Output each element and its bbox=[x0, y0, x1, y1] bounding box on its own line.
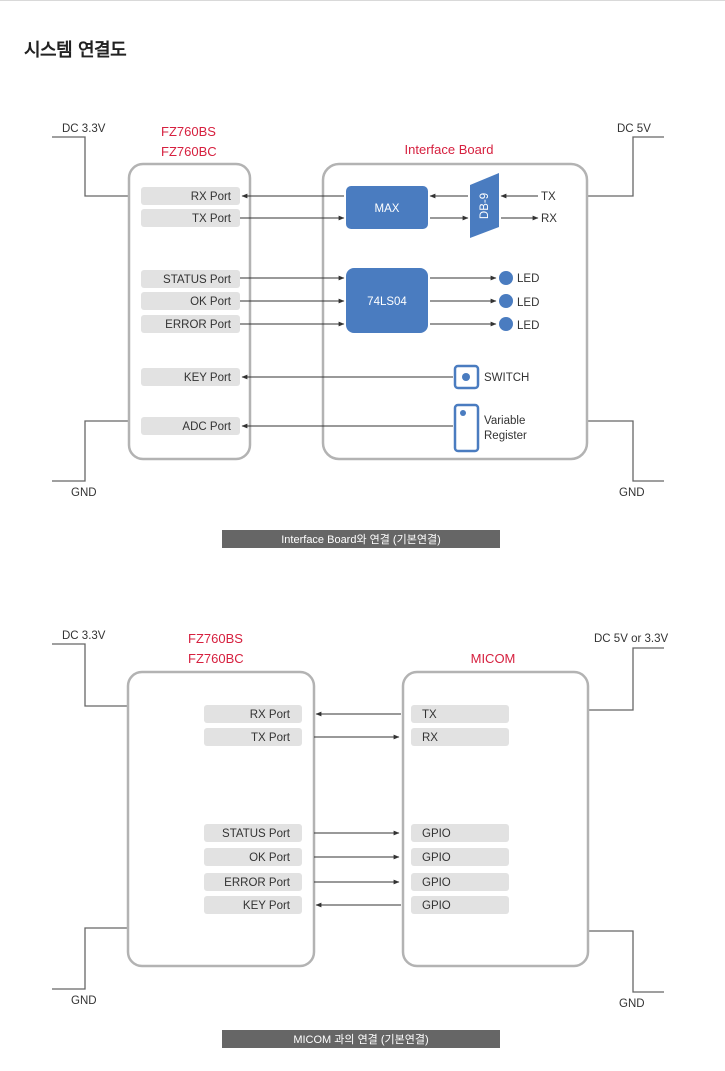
gnd-label-left: GND bbox=[71, 995, 97, 1007]
db9-rx-label: RX bbox=[541, 213, 557, 225]
top-divider bbox=[0, 0, 725, 1]
led-icon bbox=[499, 317, 513, 331]
variable-register-dot bbox=[460, 410, 466, 416]
max-chip-label: MAX bbox=[375, 203, 400, 215]
switch-label: SWITCH bbox=[484, 372, 529, 384]
port-error bbox=[204, 873, 302, 891]
port-rx bbox=[204, 705, 302, 723]
port-key bbox=[204, 896, 302, 914]
port-ok-label: OK Port bbox=[190, 296, 232, 308]
device-box bbox=[127, 162, 252, 461]
micom-pin-gpio-label: GPIO bbox=[422, 852, 451, 864]
port-status bbox=[141, 270, 240, 288]
micom-pin-gpio-label: GPIO bbox=[422, 900, 451, 912]
port-tx-label: TX Port bbox=[192, 213, 232, 225]
gnd-label-left: GND bbox=[71, 487, 97, 499]
port-adc-label: ADC Port bbox=[182, 421, 231, 433]
port-status bbox=[204, 824, 302, 842]
port-ok bbox=[141, 292, 240, 310]
led-icon bbox=[499, 294, 513, 308]
port-key bbox=[141, 368, 240, 386]
device-title-line2: FZ760BC bbox=[161, 144, 217, 159]
diagram-interface-board: DC 3.3V DC 5V GND GND FZ760BS FZ760BC RX… bbox=[52, 123, 664, 548]
gnd-label-right: GND bbox=[619, 487, 645, 499]
ls04-chip bbox=[346, 268, 428, 333]
port-adc bbox=[141, 417, 240, 435]
variable-label-line2: Register bbox=[484, 430, 527, 442]
power-label-left: DC 3.3V bbox=[62, 123, 106, 135]
port-status-label: STATUS Port bbox=[222, 828, 291, 840]
device-title-line1: FZ760BS bbox=[161, 124, 216, 139]
micom-pin-gpio-label: GPIO bbox=[422, 828, 451, 840]
db9-tx-label: TX bbox=[541, 191, 556, 203]
variable-label-line1: Variable bbox=[484, 415, 525, 427]
max-chip bbox=[346, 186, 428, 229]
port-error-label: ERROR Port bbox=[165, 319, 232, 331]
micom-pin-rx-label: RX bbox=[422, 732, 438, 744]
diagram-micom: DC 3.3V DC 5V or 3.3V GND GND FZ760BS FZ… bbox=[52, 630, 668, 1048]
board-signal-arrows bbox=[240, 193, 539, 429]
db9-connector bbox=[470, 173, 499, 238]
port-key-label: KEY Port bbox=[243, 900, 291, 912]
caption-text: Interface Board와 연결 (기본연결) bbox=[281, 533, 441, 546]
caption-bar bbox=[222, 1030, 500, 1048]
port-status-label: STATUS Port bbox=[163, 274, 232, 286]
port-tx bbox=[141, 209, 240, 227]
micom-pin-rx bbox=[411, 728, 509, 746]
micom-pin-gpio bbox=[411, 896, 509, 914]
port-ok bbox=[204, 848, 302, 866]
power-label-right: DC 5V or 3.3V bbox=[594, 633, 668, 645]
port-tx bbox=[204, 728, 302, 746]
port-ok-label: OK Port bbox=[249, 852, 291, 864]
switch-dot bbox=[462, 373, 470, 381]
micom-pin-tx bbox=[411, 705, 509, 723]
port-error bbox=[141, 315, 240, 333]
device-title-line2: FZ760BC bbox=[188, 651, 244, 666]
device-title-line1: FZ760BS bbox=[188, 631, 243, 646]
led-icon bbox=[499, 271, 513, 285]
micom-pin-gpio bbox=[411, 848, 509, 866]
page-title: 시스템 연결도 bbox=[24, 40, 127, 61]
caption-text: MICOM 과의 연결 (기본연결) bbox=[293, 1033, 428, 1046]
port-key-label: KEY Port bbox=[184, 372, 232, 384]
ls04-chip-label: 74LS04 bbox=[367, 296, 407, 308]
power-label-left: DC 3.3V bbox=[62, 630, 106, 642]
micom-pin-tx-label: TX bbox=[422, 709, 437, 721]
power-lines bbox=[52, 136, 664, 482]
micom-signal-arrows bbox=[314, 711, 401, 908]
led-label: LED bbox=[517, 320, 539, 332]
interface-board-box bbox=[321, 162, 589, 461]
variable-register-icon bbox=[453, 403, 480, 453]
port-rx bbox=[141, 187, 240, 205]
micom-pin-gpio bbox=[411, 873, 509, 891]
led-label: LED bbox=[517, 297, 539, 309]
caption-bar bbox=[222, 530, 500, 548]
micom-pin-gpio-label: GPIO bbox=[422, 877, 451, 889]
power-label-right: DC 5V bbox=[617, 123, 651, 135]
port-rx-label: RX Port bbox=[250, 709, 291, 721]
port-rx-label: RX Port bbox=[191, 191, 232, 203]
led-label: LED bbox=[517, 273, 539, 285]
micom-title: MICOM bbox=[471, 651, 516, 666]
db9-label: DB-9 bbox=[479, 193, 491, 219]
port-error-label: ERROR Port bbox=[224, 877, 291, 889]
port-tx-label: TX Port bbox=[251, 732, 291, 744]
micom-pin-gpio bbox=[411, 824, 509, 842]
board-title: Interface Board bbox=[405, 142, 494, 157]
gnd-label-right: GND bbox=[619, 998, 645, 1010]
power-lines bbox=[52, 643, 664, 993]
